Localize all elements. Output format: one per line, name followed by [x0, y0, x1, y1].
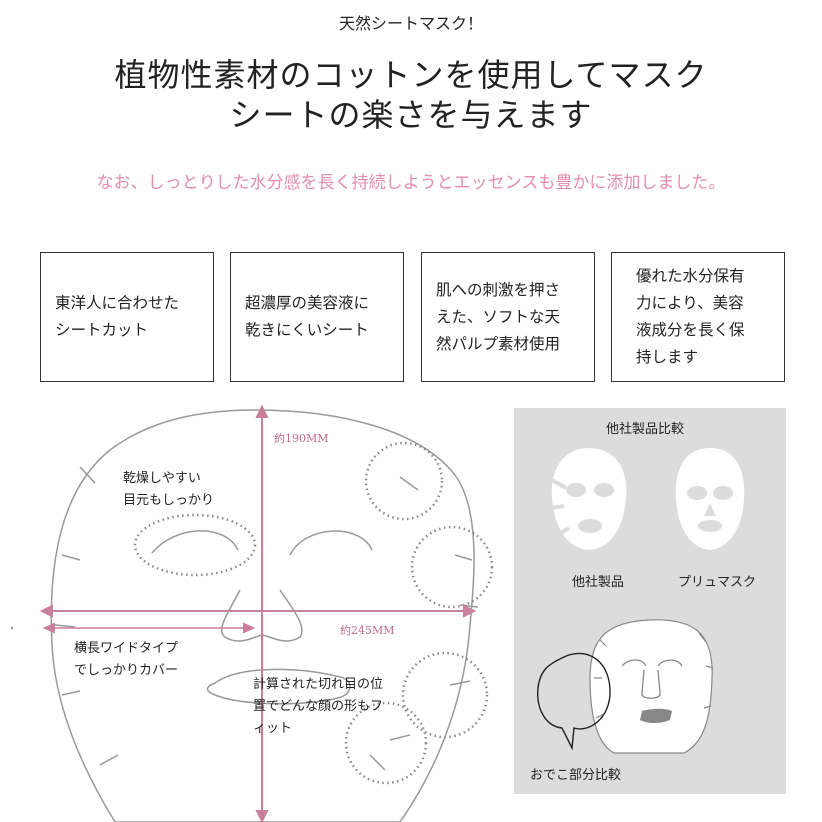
comparison-title: 他社製品比較 [606, 422, 685, 437]
forehead-compare-mask [589, 619, 714, 754]
headline: 植物性素材のコットンを使用してマスク シートの楽さを与えます [0, 55, 822, 135]
right-eye [289, 530, 373, 556]
left-eye [151, 530, 239, 554]
cut-note: 計算された切れ目の位 置でどんな顔の形もフ ィット [253, 677, 384, 736]
eye-note: 乾燥しやすい 目元もしっかり [123, 471, 215, 508]
feature-text-1: 東洋人に合わせた シートカット [55, 294, 180, 339]
feature-text-2: 超濃厚の美容液に 乾きにくいシート [245, 294, 370, 339]
feature-box-4: 優れた水分保有 力により、美容 液成分を長く保 持します [611, 252, 785, 382]
forehead-compare-label: おでこ部分比較 [530, 768, 622, 783]
headline-line-1: 植物性素材のコットンを使用してマスク [114, 56, 708, 94]
feature-text-3: 肌への刺激を押さ えた、ソフトな天 然パルプ素材使用 [436, 280, 561, 353]
dimension-lines [39, 404, 477, 822]
height-dimension-label: 約190MM [274, 432, 329, 445]
dotted-circles [133, 441, 494, 785]
feature-box-1: 東洋人に合わせた シートカット [40, 252, 214, 382]
mask-diagram [10, 404, 494, 822]
wide-note: 横長ワイドタイプ でしっかりカバー [74, 641, 179, 678]
width-dimension-label: 約245MM [340, 624, 395, 637]
feature-box-3: 肌への刺激を押さ えた、ソフトな天 然パルプ素材使用 [421, 252, 595, 382]
headline-line-2: シートの楽さを与えます [229, 96, 593, 134]
mouth [206, 668, 351, 705]
our-product-label: プリュマスク [678, 575, 757, 590]
speech-bubble [537, 652, 611, 751]
subline-text: なお、しっとりした水分感を長く持続しようとエッセンスも豊かに添加しました。 [96, 173, 726, 193]
comparison-graphics [537, 448, 745, 754]
our-mask [675, 448, 745, 550]
eyebrow-text: 天然シートマスク！ [338, 14, 483, 33]
other-product-mask [549, 448, 627, 550]
feature-text-4: 優れた水分保有 力により、美容 液成分を長く保 持します [636, 267, 745, 366]
feature-box-2: 超濃厚の美容液に 乾きにくいシート [230, 252, 404, 382]
other-product-label: 他社製品 [572, 575, 625, 590]
